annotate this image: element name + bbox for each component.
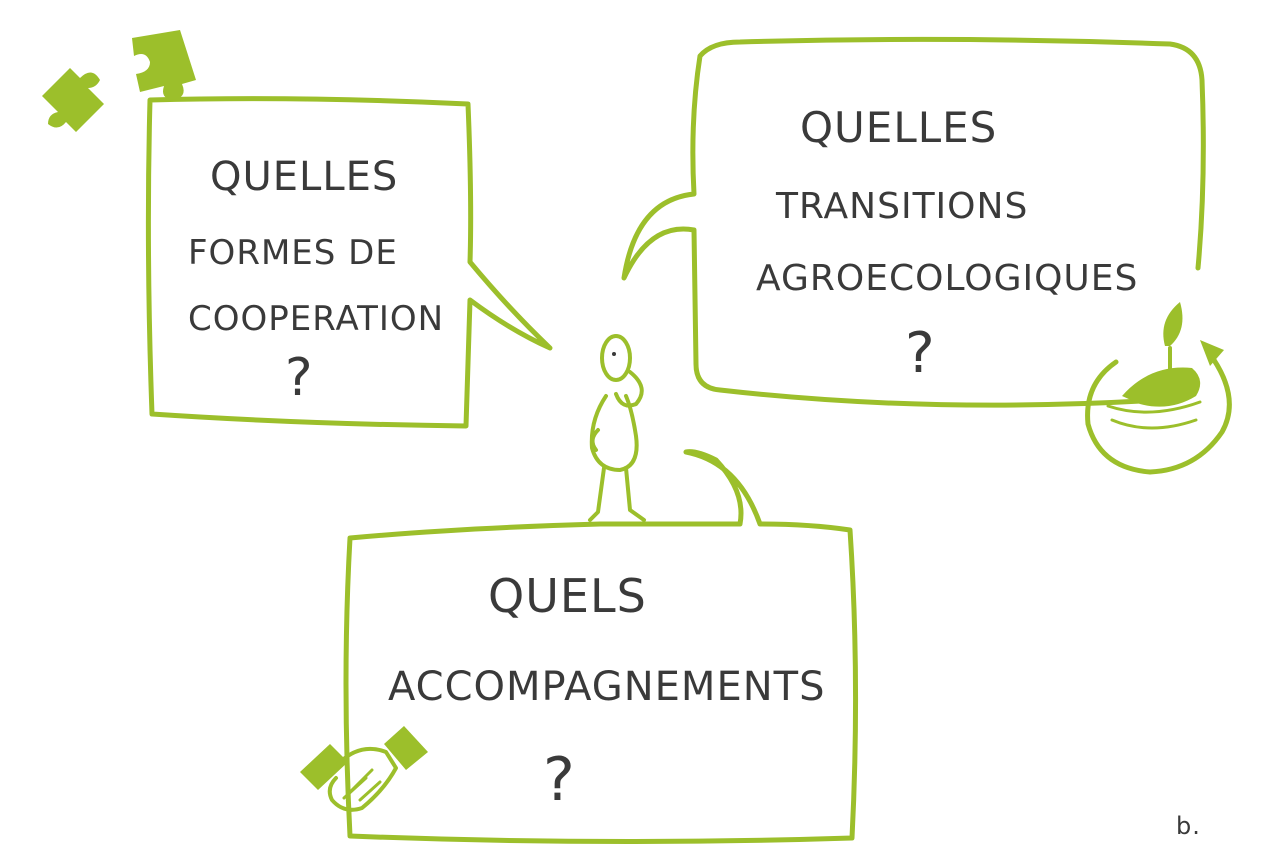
speech-bubble-accompagnements: QUELS ACCOMPAGNEMENTS ? [343,449,859,845]
thinking-person-figure [588,334,646,522]
bubble-accompagnements-question-mark: ? [543,745,575,815]
bubble-cooperation-line-1: QUELLES [210,154,398,200]
bubble-accompagnements-line-2: ACCOMPAGNEMENTS [388,664,825,710]
bubble-accompagnements-line-1: QUELS [488,569,647,623]
bubble-transitions-line-1: QUELLES [800,103,997,152]
handshake-icon [300,726,428,812]
bubble-cooperation-line-3: COOPERATION [188,299,444,339]
artist-signature: b. [1176,812,1201,840]
bubble-transitions-line-2: TRANSITIONS [775,186,1028,227]
bubble-cooperation-question-mark: ? [285,348,313,408]
sprouting-hand-icon [1085,302,1232,475]
bubble-transitions-line-3: AGROECOLOGIQUES [756,258,1138,299]
speech-bubble-transitions: QUELLES TRANSITIONS AGROECOLOGIQUES ? [621,36,1206,408]
bubble-cooperation-line-2: FORMES DE [188,233,398,273]
puzzle-icon [42,30,196,132]
speech-bubble-cooperation: QUELLES FORMES DE COOPERATION ? [145,96,553,429]
bubble-transitions-question-mark: ? [905,321,935,386]
